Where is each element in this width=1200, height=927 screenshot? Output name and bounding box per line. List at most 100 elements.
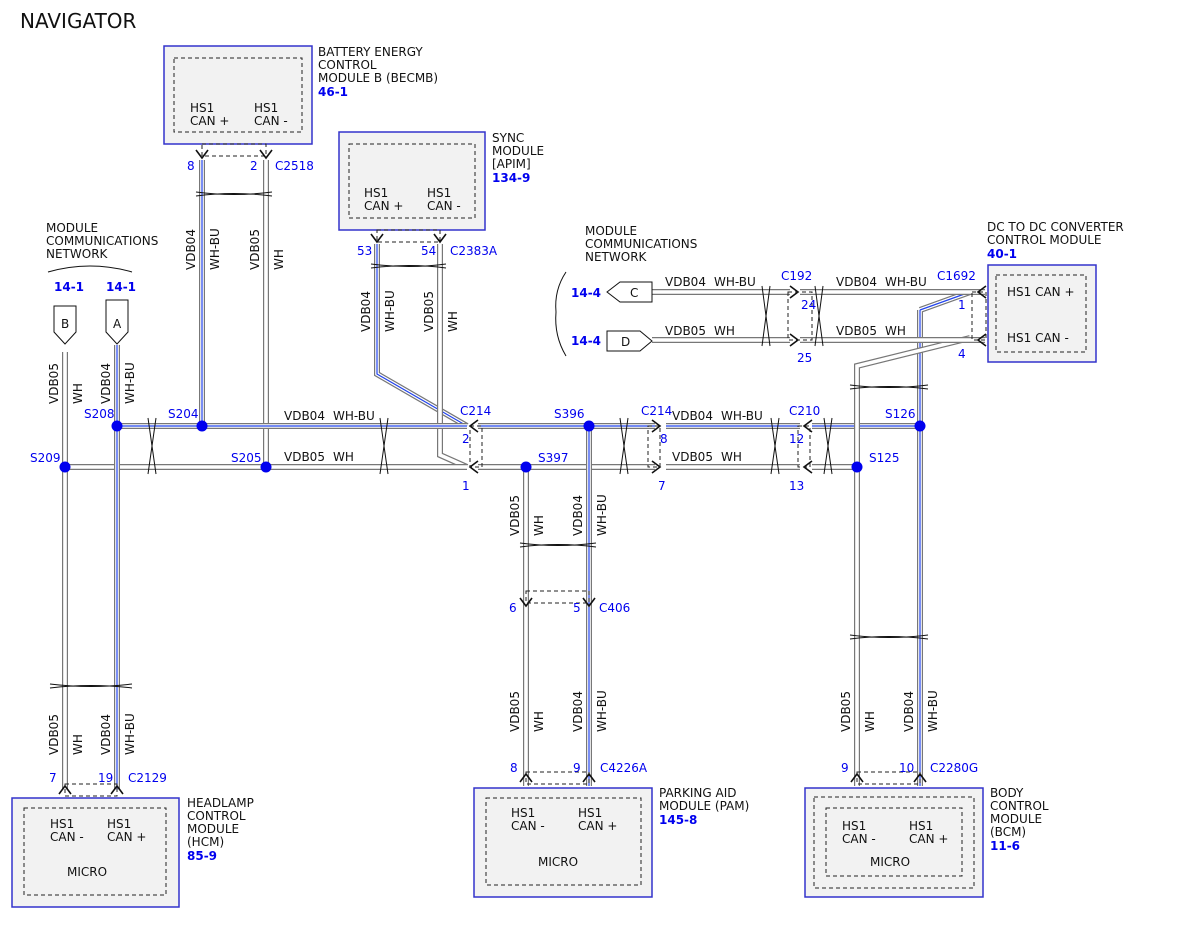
network-left: MODULE COMMUNICATIONS NETWORK 14-1 14-1 … [46, 221, 158, 345]
wire-label-bus-left-hi-color: WH-BU [333, 409, 375, 423]
module-hcm: HS1 CAN - HS1 CAN + MICRO HEADLAMP CONTR… [11, 783, 254, 908]
network-left-line2: COMMUNICATIONS [46, 234, 158, 248]
wire-label-net-a-circuit: VDB04 [99, 363, 113, 404]
pam-micro: MICRO [538, 855, 578, 869]
apim-pin-can-lo-line2: CAN - [427, 199, 461, 213]
pam-pin-can-lo-line1: HS1 [511, 806, 535, 820]
wire-label-bcm-hi-circuit: VDB04 [902, 691, 916, 732]
c214b-name: C214 [641, 404, 672, 418]
c210-pin-12: 12 [789, 432, 804, 446]
bcm-micro: MICRO [870, 855, 910, 869]
wire-label-bus-left-hi-circuit: VDB04 [284, 409, 325, 423]
wire-label-apim-lo-circuit: VDB05 [422, 291, 436, 332]
pam-name-line2: MODULE (PAM) [659, 799, 749, 813]
bcm-pin-can-lo-line2: CAN - [842, 832, 876, 846]
twist-markers [49, 191, 929, 689]
network-left-ref-a: 14-1 [106, 280, 136, 294]
apim-name-line2: MODULE [492, 144, 544, 158]
dcdc-pin-can-hi: HS1 CAN + [1007, 285, 1075, 299]
becmb-ref: 46-1 [318, 85, 348, 99]
wire-label-dcdc-lo-circuit: VDB05 [836, 324, 877, 338]
c2280g-pin-9: 9 [841, 761, 849, 775]
splice-s126: S126 [885, 407, 916, 421]
c210-name: C210 [789, 404, 820, 418]
pam-name-line1: PARKING AID [659, 786, 737, 800]
becmb-pin-can-lo-line2: CAN - [254, 114, 288, 128]
wire-label-becmb-hi-circuit: VDB04 [184, 229, 198, 270]
wire-label-bus-right-lo-circuit: VDB05 [672, 450, 713, 464]
wire-label-pam-lower-lo-color: WH [532, 711, 546, 732]
c406-pin-5: 5 [573, 601, 581, 615]
wire-label-hcm-lo-circuit: VDB05 [47, 714, 61, 755]
network-left-line1: MODULE [46, 221, 98, 235]
becmb-pin-can-lo-line1: HS1 [254, 101, 278, 115]
c214b-pin-7: 7 [658, 479, 666, 493]
c1692-pin-1: 1 [958, 298, 966, 312]
wire-label-becmb-hi-color: WH-BU [208, 228, 222, 270]
hcm-pin-can-lo-line1: HS1 [50, 817, 74, 831]
c2383a-pin-54: 54 [421, 244, 436, 258]
wire-label-net-b-circuit: VDB05 [47, 363, 61, 404]
wire-label-dcdc-hi-color: WH-BU [885, 275, 927, 289]
c2383a-name: C2383A [450, 244, 498, 258]
splice-s126-dot [914, 420, 926, 432]
network-right-line1: MODULE [585, 224, 637, 238]
pam-ref: 145-8 [659, 813, 697, 827]
becmb-pin-can-hi-line2: CAN + [190, 114, 229, 128]
wire-label-apim-hi-circuit: VDB04 [359, 291, 373, 332]
dcdc-name-line1: DC TO DC CONVERTER [987, 220, 1124, 234]
c214a-pin-1: 1 [462, 479, 470, 493]
hcm-pin-can-hi-line1: HS1 [107, 817, 131, 831]
wire-label-becmb-lo-circuit: VDB05 [248, 229, 262, 270]
bcm-name-line2: CONTROL [990, 799, 1049, 813]
network-right-line2: COMMUNICATIONS [585, 237, 697, 251]
network-right: MODULE COMMUNICATIONS NETWORK 14-4 14-4 … [555, 224, 697, 357]
wire-label-dcdc-hi-circuit: VDB04 [836, 275, 877, 289]
pam-pin-can-lo-line2: CAN - [511, 819, 545, 833]
connector-arrows [58, 149, 987, 795]
network-left-letter-a: A [113, 317, 122, 331]
hcm-name-line4: (HCM) [187, 835, 224, 849]
splice-s397: S397 [538, 451, 569, 465]
splice-s397-dot [520, 461, 532, 473]
hcm-name-line3: MODULE [187, 822, 239, 836]
c192-pin-24: 24 [801, 298, 816, 312]
becmb-name-line3: MODULE B (BECMB) [318, 71, 438, 85]
wire-label-net-a-color: WH-BU [123, 362, 137, 404]
wire-label-apim-hi-color: WH-BU [383, 290, 397, 332]
splice-s209-dot [59, 461, 71, 473]
wire-label-net-d-color: WH [714, 324, 735, 338]
pam-pin-can-hi-line1: HS1 [578, 806, 602, 820]
module-apim: HS1 CAN + HS1 CAN - SYNC MODULE [APIM] 1… [338, 131, 544, 243]
c192-name: C192 [781, 269, 812, 283]
hcm-pin-can-lo-line2: CAN - [50, 830, 84, 844]
hcm-name-line1: HEADLAMP [187, 796, 254, 810]
c2518-pin-8: 8 [187, 159, 195, 173]
c1692-name: C1692 [937, 269, 976, 283]
network-right-letter-d: D [621, 335, 630, 349]
wire-label-becmb-lo-color: WH [272, 249, 286, 270]
dcdc-pin-can-lo: HS1 CAN - [1007, 331, 1069, 345]
network-left-ref-b: 14-1 [54, 280, 84, 294]
wire-label-pam-upper-lo-circuit: VDB05 [508, 495, 522, 536]
wire-label-hcm-hi-color: WH-BU [123, 713, 137, 755]
bcm-pin-can-hi-line2: CAN + [909, 832, 948, 846]
c2129-pin-19: 19 [98, 771, 113, 785]
connector-labels: 8 2 C2518 53 54 C2383A C192 24 25 C1692 … [49, 159, 978, 785]
c2518-pin-2: 2 [250, 159, 258, 173]
wire-label-bus-left-lo-circuit: VDB05 [284, 450, 325, 464]
wire-label-apim-lo-color: WH [446, 311, 460, 332]
wire-label-pam-lower-hi-color: WH-BU [595, 690, 609, 732]
dcdc-name-line2: CONTROL MODULE [987, 233, 1102, 247]
bcm-name-line3: MODULE [990, 812, 1042, 826]
splice-s396: S396 [554, 407, 585, 421]
becmb-name-line2: CONTROL [318, 58, 377, 72]
apim-name-line3: [APIM] [492, 157, 531, 171]
c2383a-pin-53: 53 [357, 244, 372, 258]
network-right-ref-d: 14-4 [571, 334, 601, 348]
hcm-name-line2: CONTROL [187, 809, 246, 823]
wire-label-net-d-circuit: VDB05 [665, 324, 706, 338]
network-left-line3: NETWORK [46, 247, 109, 261]
module-pam: HS1 CAN - HS1 CAN + MICRO PARKING AID MO… [473, 771, 749, 898]
apim-pin-can-hi-line2: CAN + [364, 199, 403, 213]
